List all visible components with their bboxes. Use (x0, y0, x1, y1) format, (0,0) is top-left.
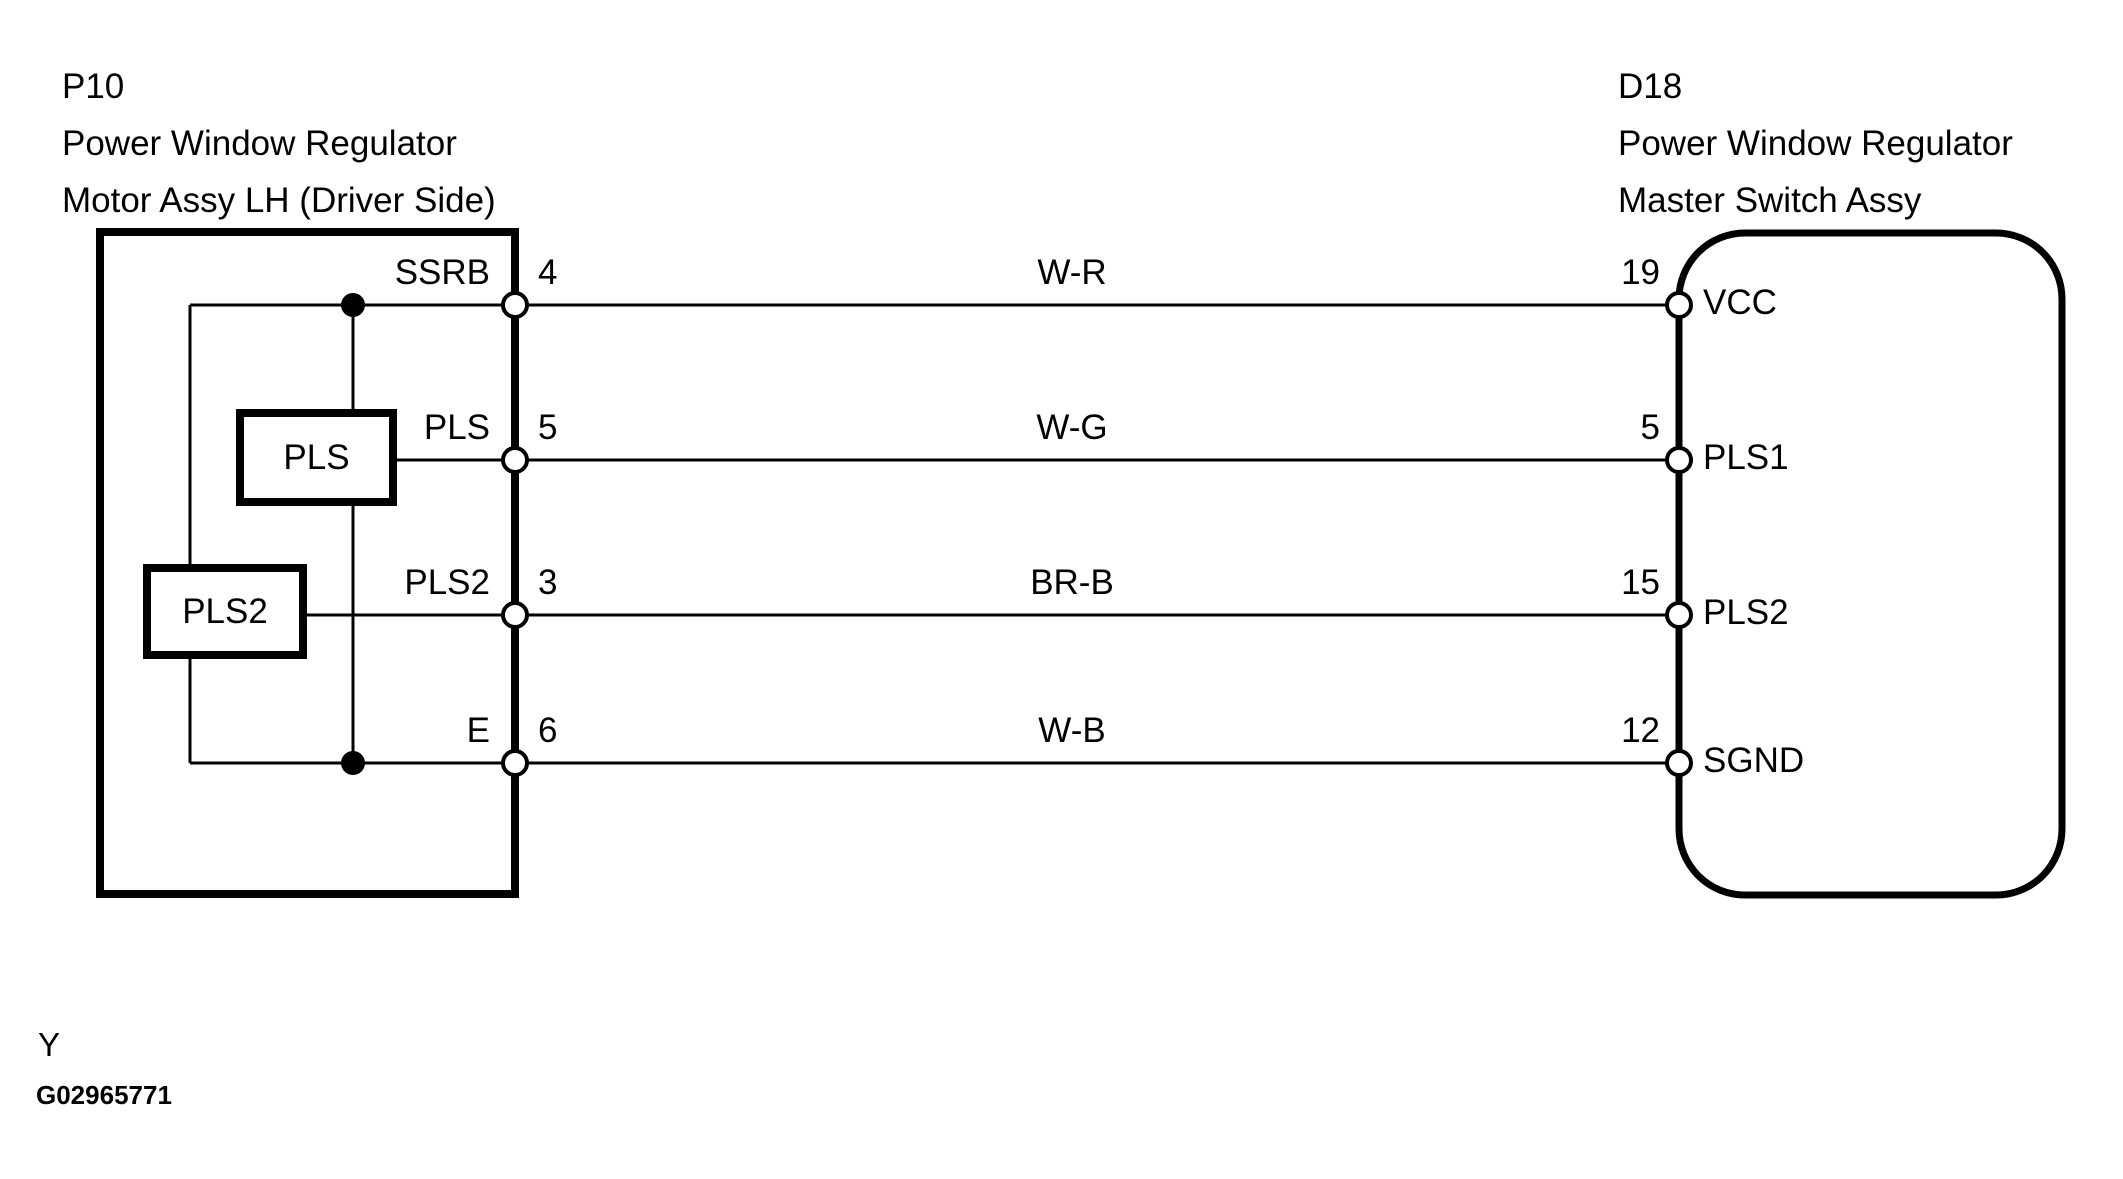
junction-dot-top (341, 293, 365, 317)
wire2-right-pin: 5 (1640, 408, 1660, 447)
left-connector-name-line2: Motor Assy LH (Driver Side) (62, 181, 496, 220)
right-connector-name-line2: Master Switch Assy (1618, 181, 1922, 220)
terminal-circle-left-pin6 (501, 749, 529, 777)
wire1-right-label: VCC (1703, 283, 1777, 322)
pls2-box-label: PLS2 (182, 591, 268, 631)
wire3-color-code: BR-B (1030, 563, 1114, 602)
wire4-right-label: SGND (1703, 741, 1805, 780)
terminal-circle-right-pin19 (1665, 291, 1693, 319)
footer-mark: Y (38, 1026, 61, 1063)
wire1-left-pin: 4 (538, 253, 558, 292)
left-connector-title: P10 Power Window Regulator Motor Assy LH… (62, 58, 496, 229)
wire3-left-pin: 3 (538, 563, 558, 602)
right-connector-id: D18 (1618, 67, 1683, 106)
junction-dot-bottom (341, 751, 365, 775)
wire4-left-label: E (466, 711, 490, 750)
wire1-left-label: SSRB (394, 253, 490, 292)
left-connector-outline (96, 228, 519, 898)
terminal-circle-left-pin4 (501, 291, 529, 319)
terminal-circle-right-pin15 (1665, 601, 1693, 629)
right-connector-name-line1: Power Window Regulator (1618, 124, 2013, 163)
terminal-circle-right-pin5 (1665, 446, 1693, 474)
terminal-circle-right-pin12 (1665, 749, 1693, 777)
wire4-color-code: W-B (1038, 711, 1106, 750)
wire3-right-label: PLS2 (1703, 593, 1789, 632)
pls-box-label: PLS (283, 437, 350, 477)
wire2-right-label: PLS1 (1703, 438, 1789, 477)
pls-box (236, 409, 397, 506)
pls2-box (143, 564, 307, 659)
wire2-color-code: W-G (1036, 408, 1108, 447)
wire3-right-pin: 15 (1621, 563, 1660, 602)
wire1-right-pin: 19 (1621, 253, 1660, 292)
left-connector-name-line1: Power Window Regulator (62, 124, 457, 163)
terminal-circle-left-pin5 (501, 446, 529, 474)
wire3-left-label: PLS2 (404, 563, 490, 602)
right-connector-outline (1675, 229, 2066, 899)
wire4-left-pin: 6 (538, 711, 558, 750)
wire4-right-pin: 12 (1621, 711, 1660, 750)
footer-figure-code: G02965771 (36, 1080, 172, 1110)
wire2-left-label: PLS (423, 408, 490, 447)
left-connector-id: P10 (62, 67, 125, 106)
wire1-color-code: W-R (1037, 253, 1107, 292)
right-connector-title: D18 Power Window Regulator Master Switch… (1618, 58, 2013, 229)
wire2-left-pin: 5 (538, 408, 558, 447)
terminal-circle-left-pin3 (501, 601, 529, 629)
